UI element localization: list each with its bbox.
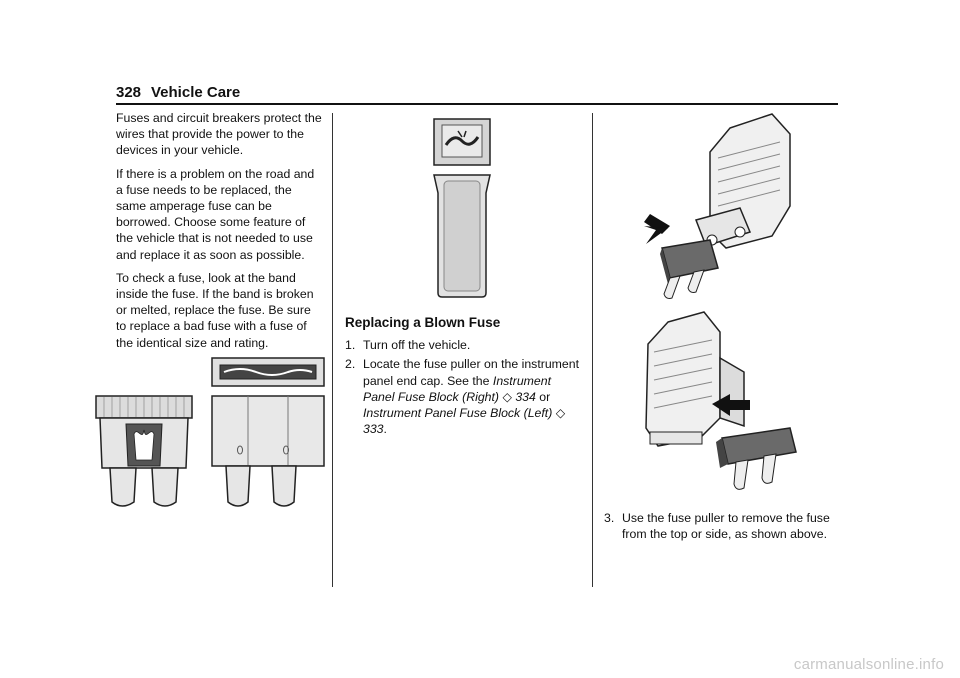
step-number: 1. [345, 338, 356, 353]
xref-icon: ◇ [555, 406, 566, 421]
watermark: carmanualsonline.info [793, 656, 944, 673]
step-item: 3. Use the fuse puller to remove the fuse… [604, 510, 836, 542]
header-rule [116, 103, 838, 105]
column-1: Fuses and circuit breakers protect the w… [116, 110, 322, 358]
fuse-puller-icon [433, 118, 491, 298]
step-item: 2. Locate the fuse puller on the instrume… [345, 356, 580, 437]
page-number: 328 [116, 84, 142, 101]
fuse-removal-illustration [644, 113, 797, 490]
paragraph-fuses-intro: Fuses and circuit breakers protect the w… [116, 111, 322, 158]
paragraph-borrow-fuse: If there is a problem on the road and a … [116, 166, 315, 262]
section-heading: Replacing a Blown Fuse [345, 315, 501, 330]
column-2: Replacing a Blown Fuse 1. Turn off the ve… [345, 315, 580, 440]
xref-page-left[interactable]: 333 [363, 422, 384, 437]
step-text: Turn off the vehicle. [363, 338, 471, 353]
fuse-puller-illustration [433, 118, 491, 298]
steps-list: 1. Turn off the vehicle. 2. Locate the fus… [345, 337, 580, 437]
step-number: 3. [604, 511, 615, 525]
page-header: 328 Vehicle Care [116, 84, 838, 106]
xref-page-right[interactable]: 334 [515, 389, 536, 404]
step-text: Locate the fuse puller on the instrument… [363, 357, 580, 388]
paragraph-check-fuse: To check a fuse, look at the band inside… [116, 270, 314, 350]
column-3: 3. Use the fuse puller to remove the fuse… [604, 510, 836, 545]
xref-link-left[interactable]: Instrument Panel Fuse Block (Left) [363, 406, 553, 421]
puller-top-removal-icon [644, 113, 791, 299]
section-title: Vehicle Care [151, 84, 241, 101]
fuse-illustration [95, 357, 325, 507]
step-item: 1. Turn off the vehicle. [345, 337, 580, 353]
column-divider-1 [332, 113, 333, 587]
step-number: 2. [345, 357, 356, 372]
xref-link-right[interactable]: Instrument Panel Fuse Block (Right) [363, 373, 551, 404]
xref-icon: ◇ [502, 389, 512, 404]
puller-side-removal-icon [645, 311, 797, 490]
step-text-end: . [383, 422, 387, 437]
steps-list-continued: 3. Use the fuse puller to remove the fuse… [604, 510, 836, 542]
fuse-side-view-icon [211, 357, 325, 507]
step-text-connector: or [535, 389, 551, 404]
column-divider-2 [592, 113, 593, 587]
fuse-front-view-icon [95, 395, 193, 507]
step-text: Use the fuse puller to remove the fuse f… [622, 511, 830, 542]
